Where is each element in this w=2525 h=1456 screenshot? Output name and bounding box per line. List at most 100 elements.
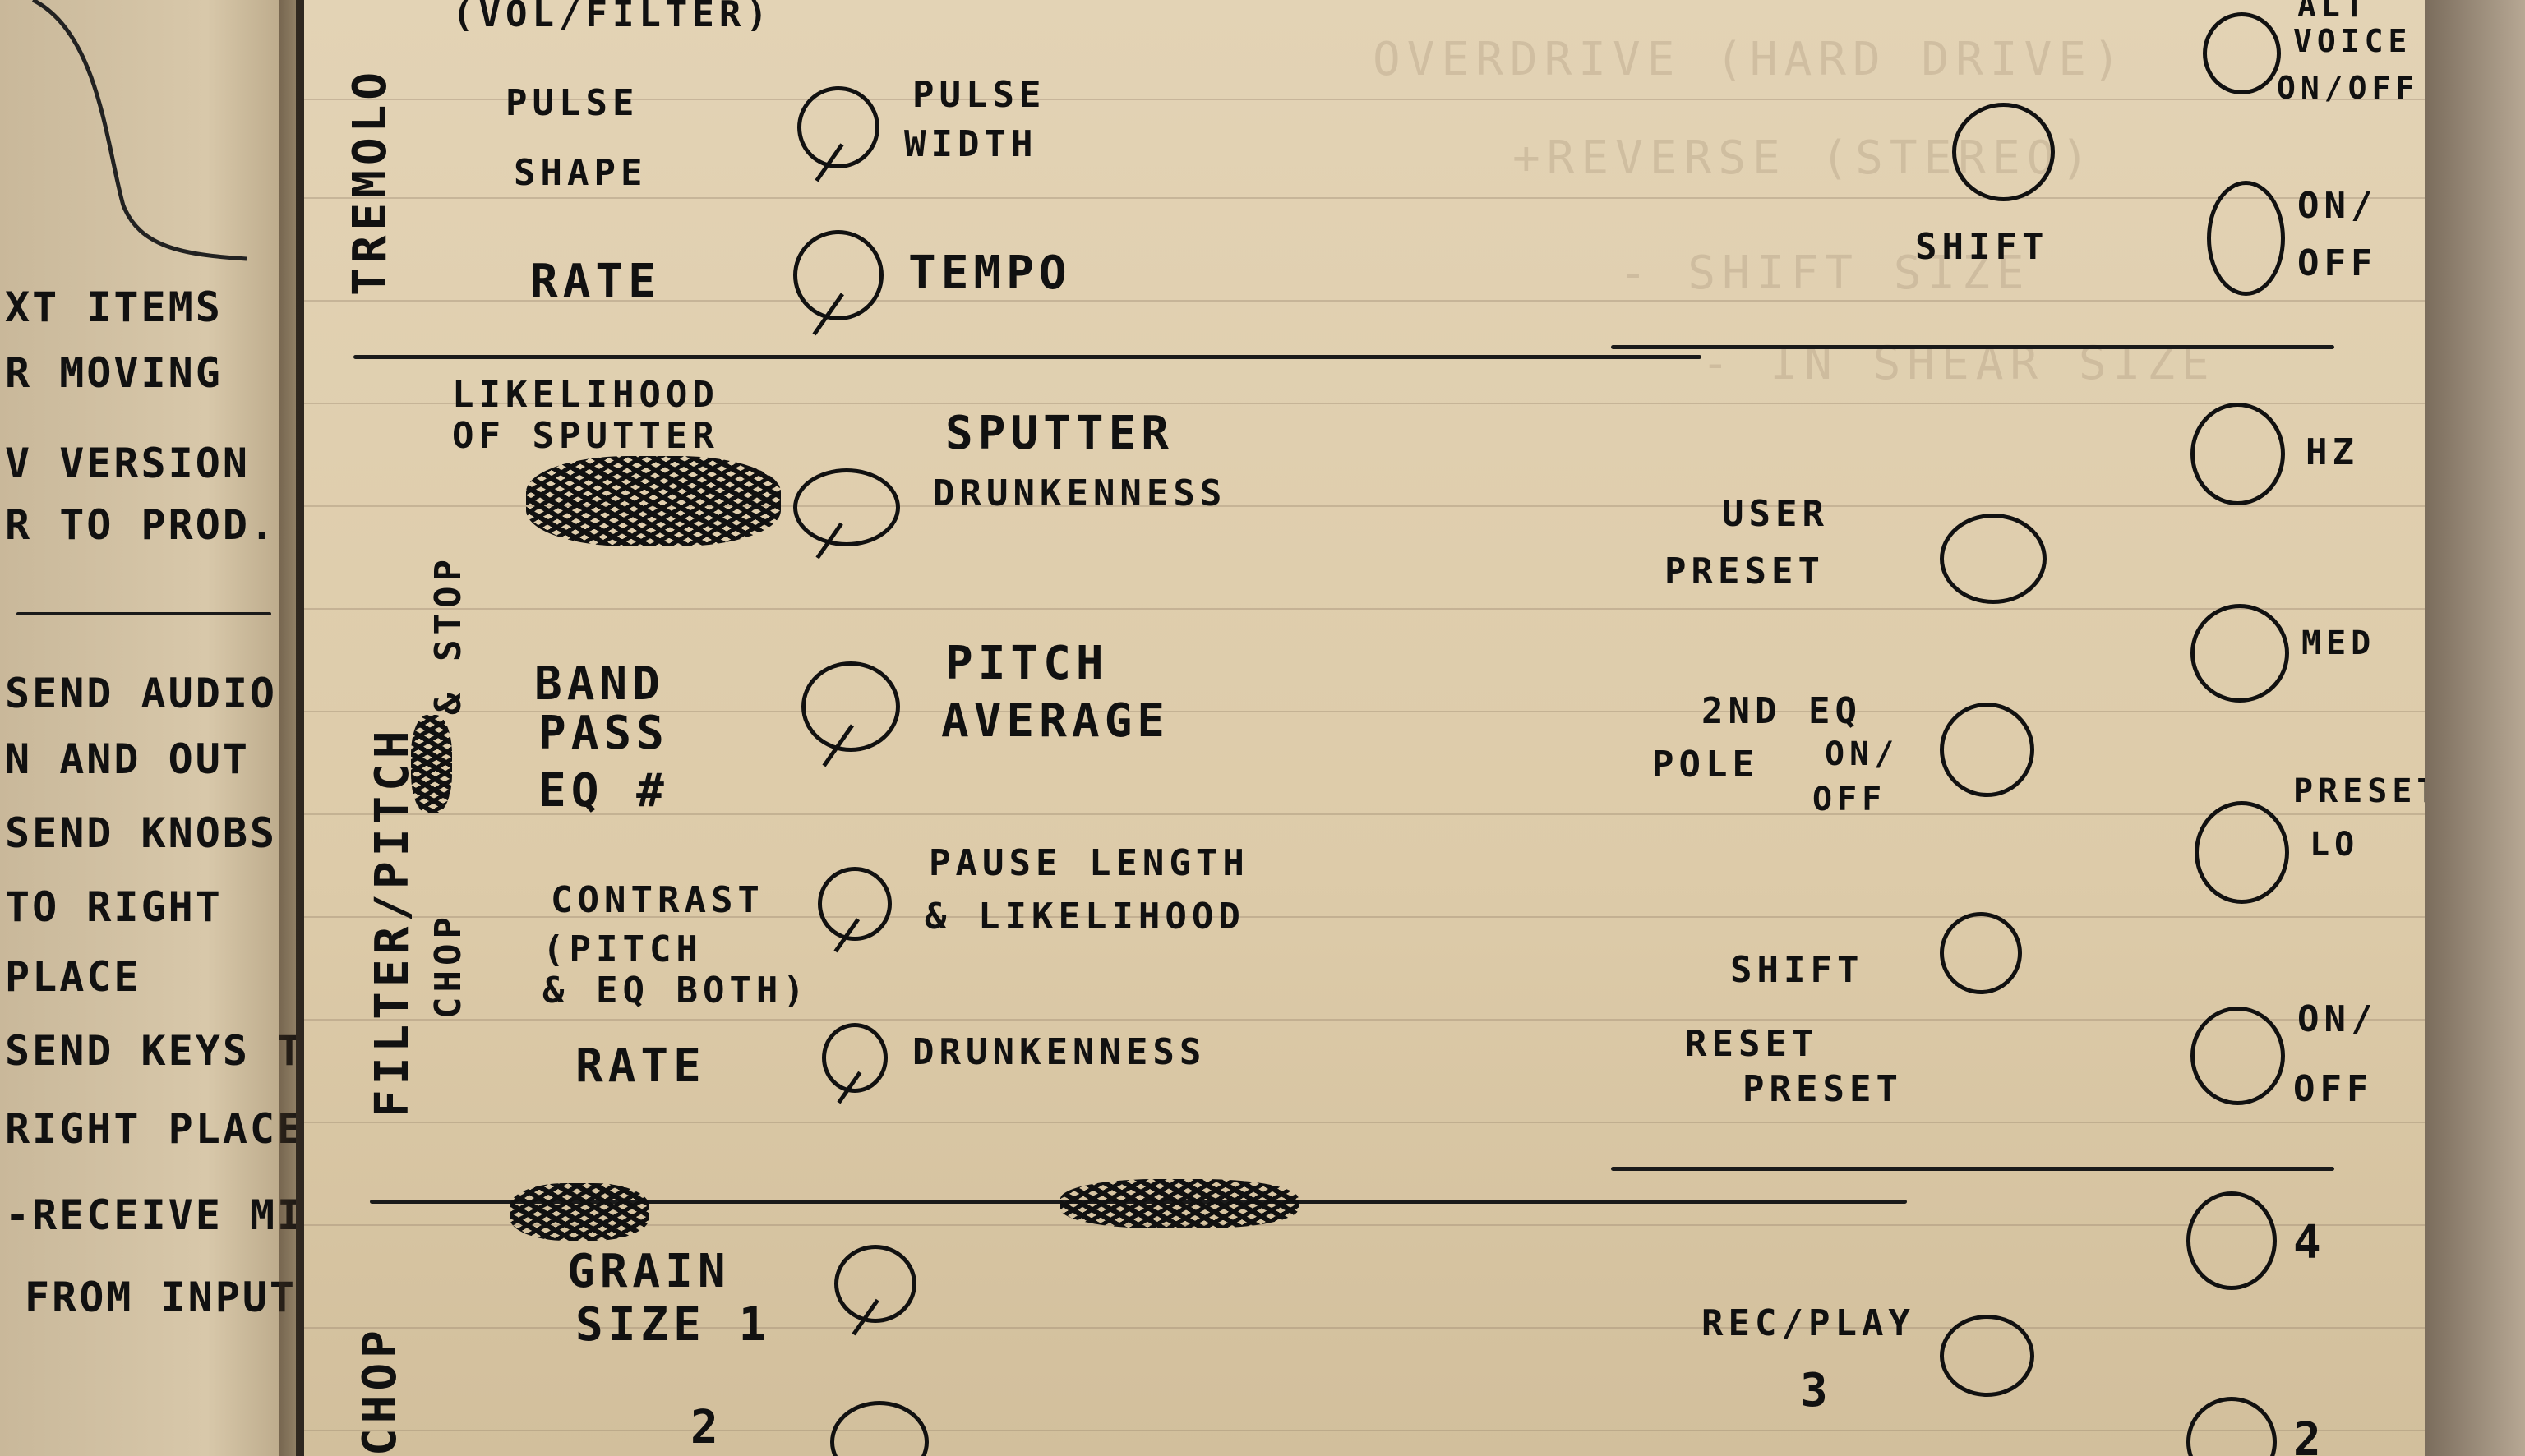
section-divider bbox=[1611, 345, 2334, 349]
shift-button[interactable] bbox=[1952, 103, 2055, 201]
left-notebook-page: XT ITEMS R MOVING V VERSION R TO PROD. S… bbox=[0, 0, 296, 1456]
side-label: ON/OFF bbox=[2277, 70, 2420, 106]
knob-label-left: PULSE bbox=[505, 82, 639, 124]
left-line: SEND KNOBS bbox=[5, 809, 278, 857]
scribble bbox=[510, 1183, 649, 1241]
section-title-grain: CHOP bbox=[353, 1325, 407, 1456]
button-label: SHIFT bbox=[1730, 949, 1864, 991]
ruled-line bbox=[304, 403, 2425, 404]
button-label: OFF bbox=[1812, 781, 1887, 818]
knob-label-right: AVERAGE bbox=[941, 694, 1170, 748]
band-pass-knob[interactable] bbox=[801, 661, 900, 752]
ruled-line bbox=[304, 505, 2425, 507]
shift-reset-button[interactable] bbox=[1940, 912, 2022, 994]
ruled-line bbox=[304, 99, 2425, 100]
filter-rate-knob[interactable] bbox=[822, 1023, 888, 1093]
scribble bbox=[1060, 1179, 1299, 1228]
button-label: PRESET bbox=[1664, 551, 1825, 592]
knob-label-left: & EQ BOTH) bbox=[542, 970, 810, 1011]
left-line: V VERSION bbox=[5, 440, 250, 487]
right-notebook-page: OVERDRIVE (HARD DRIVE) +REVERSE (STEREO)… bbox=[304, 0, 2425, 1456]
section-title-tremolo: TREMOLO bbox=[344, 67, 397, 296]
knob-label-left: SIZE 1 bbox=[575, 1298, 772, 1352]
tremolo-on-off-toggle[interactable] bbox=[2207, 181, 2285, 296]
left-line: TO RIGHT bbox=[5, 883, 223, 931]
preset-lo-button[interactable] bbox=[2195, 801, 2289, 904]
ruled-line bbox=[304, 1019, 2425, 1021]
knob-label-left: PASS bbox=[538, 707, 669, 760]
button-label: USER bbox=[1722, 493, 1829, 535]
contrast-knob[interactable] bbox=[818, 867, 892, 941]
knob-label-right: DRUNKENNESS bbox=[912, 1031, 1207, 1073]
background-fabric bbox=[2425, 0, 2525, 1456]
pulse-knob[interactable] bbox=[797, 86, 879, 168]
grain-button-2[interactable] bbox=[2186, 1397, 2277, 1456]
ruled-line bbox=[304, 1122, 2425, 1123]
grain-size-knob[interactable] bbox=[834, 1245, 916, 1323]
knob-label-right: PULSE bbox=[912, 74, 1046, 116]
side-label: LO bbox=[2310, 826, 2360, 864]
hz-button[interactable] bbox=[2190, 403, 2285, 505]
knob-label-right: DRUNKENNESS bbox=[933, 472, 1227, 514]
med-button[interactable] bbox=[2190, 604, 2289, 703]
side-label: MED bbox=[2301, 624, 2376, 662]
button-label: 2ND EQ bbox=[1701, 690, 1862, 732]
rec-play-button[interactable] bbox=[1940, 1315, 2034, 1397]
button-label: PRESET bbox=[1743, 1068, 1903, 1110]
section-title-filter-sub: CHOP bbox=[427, 912, 469, 1019]
ruled-line bbox=[304, 1224, 2425, 1226]
side-label: OFF bbox=[2297, 242, 2378, 284]
knob-label-left: BAND bbox=[534, 657, 665, 711]
ghost-text: OVERDRIVE (HARD DRIVE) bbox=[1373, 33, 2127, 86]
left-line: SEND KEYS TO bbox=[5, 1027, 296, 1075]
button-label: ON/ bbox=[1825, 735, 1900, 773]
knob-label-left: EQ # bbox=[538, 764, 669, 818]
left-divider bbox=[16, 612, 271, 615]
knob-label-left: LIKELIHOOD bbox=[452, 374, 719, 416]
knob-label-left: 2 bbox=[690, 1401, 723, 1454]
knob-label-left: RATE bbox=[575, 1039, 706, 1093]
alt-voice-toggle[interactable] bbox=[2203, 12, 2281, 94]
side-label: 4 bbox=[2293, 1216, 2326, 1269]
scribble bbox=[526, 456, 781, 546]
left-line: SEND AUDIO bbox=[5, 670, 278, 717]
grain-button-4[interactable] bbox=[2186, 1191, 2277, 1290]
scribble bbox=[411, 715, 452, 813]
ruled-line bbox=[304, 608, 2425, 610]
button-label: REC/PLAY bbox=[1701, 1302, 1915, 1344]
side-label: ALT bbox=[2297, 0, 2369, 24]
rate-knob[interactable] bbox=[793, 230, 884, 320]
section-divider bbox=[1611, 1167, 2334, 1171]
knob-label-right: PAUSE LENGTH bbox=[929, 842, 1249, 884]
filter-on-off-toggle[interactable] bbox=[2190, 1007, 2285, 1105]
ruled-line bbox=[304, 300, 2425, 302]
tremolo-top-partial: (VOL/FILTER) bbox=[452, 0, 773, 35]
left-line: XT ITEMS bbox=[5, 283, 223, 331]
eq-pole-toggle[interactable] bbox=[1940, 703, 2034, 797]
knob-label-left: GRAIN bbox=[567, 1245, 731, 1298]
ruled-line bbox=[304, 711, 2425, 712]
left-line: R TO PROD. bbox=[5, 501, 278, 549]
button-label: RESET bbox=[1685, 1023, 1819, 1065]
side-label: VOICE bbox=[2293, 23, 2412, 59]
knob-label-right: PITCH bbox=[945, 637, 1109, 690]
knob-label-right: & LIKELIHOOD bbox=[925, 896, 1245, 938]
knob-label-right: WIDTH bbox=[904, 123, 1038, 165]
ruled-line bbox=[304, 1327, 2425, 1329]
ruled-line bbox=[304, 813, 2425, 815]
side-label: HZ bbox=[2306, 431, 2359, 473]
left-line: R MOVING bbox=[5, 349, 223, 397]
grain-knob-2[interactable] bbox=[830, 1401, 929, 1456]
sputter-knob[interactable] bbox=[793, 468, 900, 546]
left-line: -RECEIVE MIDI bbox=[5, 1191, 296, 1239]
ruled-line bbox=[304, 916, 2425, 918]
shift-label: SHIFT bbox=[1915, 226, 2049, 268]
knob-label-left: RATE bbox=[530, 255, 661, 308]
section-title-filter-sub: & STOP bbox=[427, 555, 469, 715]
side-label: ON/ bbox=[2297, 185, 2378, 227]
knob-label-left: CONTRAST bbox=[551, 879, 764, 921]
left-line: RIGHT PLACE bbox=[5, 1105, 296, 1153]
knob-label-left: OF SPUTTER bbox=[452, 415, 719, 457]
user-preset-button[interactable] bbox=[1940, 514, 2047, 604]
knob-label-left: SHAPE bbox=[514, 152, 648, 194]
